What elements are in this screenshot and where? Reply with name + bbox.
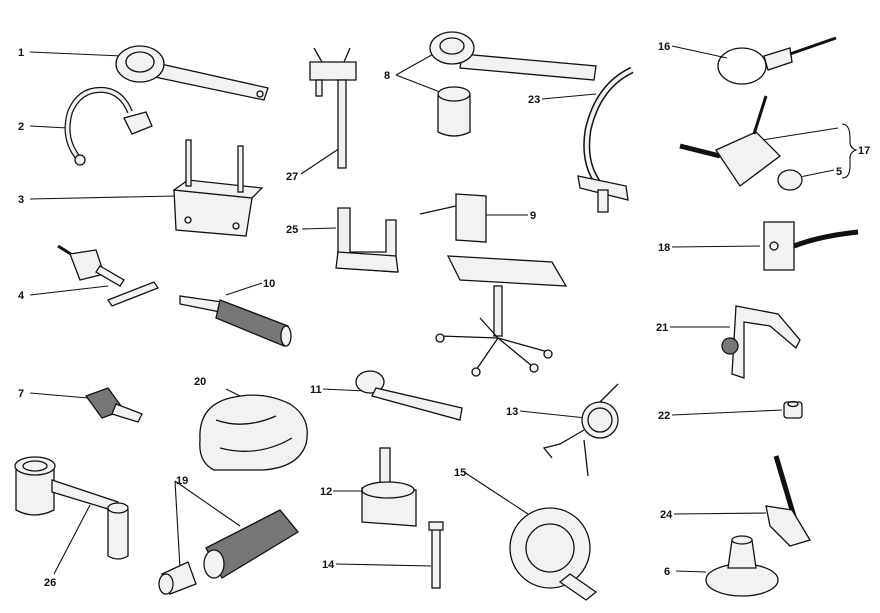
callout-17: 17 [858,145,870,157]
tool-6-base [705,535,779,597]
callout-8: 8 [384,70,390,82]
callout-15: 15 [454,467,466,479]
tool-24-lever [765,455,811,547]
callout-18: 18 [658,242,670,254]
callout-9: 9 [530,210,536,222]
tool-27-fork [309,47,357,169]
callout-labels: 1 2 3 4 5 6 7 8 9 10 11 12 13 14 15 16 1… [18,41,870,589]
tool-10-drift [179,295,292,347]
tool-3-pin-plate [172,139,264,237]
leader-lines [29,45,858,575]
tool-25-bracket [335,207,399,273]
tool-5-cup [777,169,803,191]
callout-6: 6 [664,566,670,578]
tool-17-puller [679,95,781,187]
callout-13: 13 [506,406,518,418]
tool-18-clamp [763,221,859,271]
tool-11-pin-spanner [355,370,463,421]
tool-9-stand [419,193,568,377]
callout-20: 20 [194,376,206,388]
tool-13-dial-gauge [542,383,619,477]
callout-2: 2 [18,121,24,133]
callout-22: 22 [658,410,670,422]
tool-4-t-handle [57,244,159,307]
tool-12-holder [361,447,417,527]
callout-23: 23 [528,94,540,106]
callout-27: 27 [286,171,298,183]
tool-16-cable [717,36,837,85]
tool-20-cover [199,394,308,471]
tool-2-hook [64,86,153,166]
tool-8-spanner-socket [429,31,597,137]
callout-7: 7 [18,388,24,400]
tool-14-pin [428,521,444,589]
callout-3: 3 [18,194,24,206]
tool-22-nut [783,400,803,419]
callout-26: 26 [44,577,56,589]
callout-4: 4 [18,290,25,302]
tool-26-socket-handle [14,456,129,560]
callout-21: 21 [656,322,668,334]
tool-19-sleeves [158,509,299,595]
callout-19: 19 [176,475,188,487]
tool-7-threaded-pin [84,387,143,423]
callout-12: 12 [320,486,332,498]
tool-1-ring-spanner [115,45,269,101]
callout-25: 25 [286,224,298,236]
callout-5: 5 [836,166,842,178]
callout-11: 11 [310,384,322,396]
callout-1: 1 [18,47,24,59]
callout-10: 10 [263,278,275,290]
callout-24: 24 [660,509,673,521]
callout-14: 14 [322,559,335,571]
tool-21-bent-plate [721,305,801,379]
tool-23-curved-bracket [577,66,634,213]
tool-15-ring [509,507,598,601]
callout-16: 16 [658,41,670,53]
